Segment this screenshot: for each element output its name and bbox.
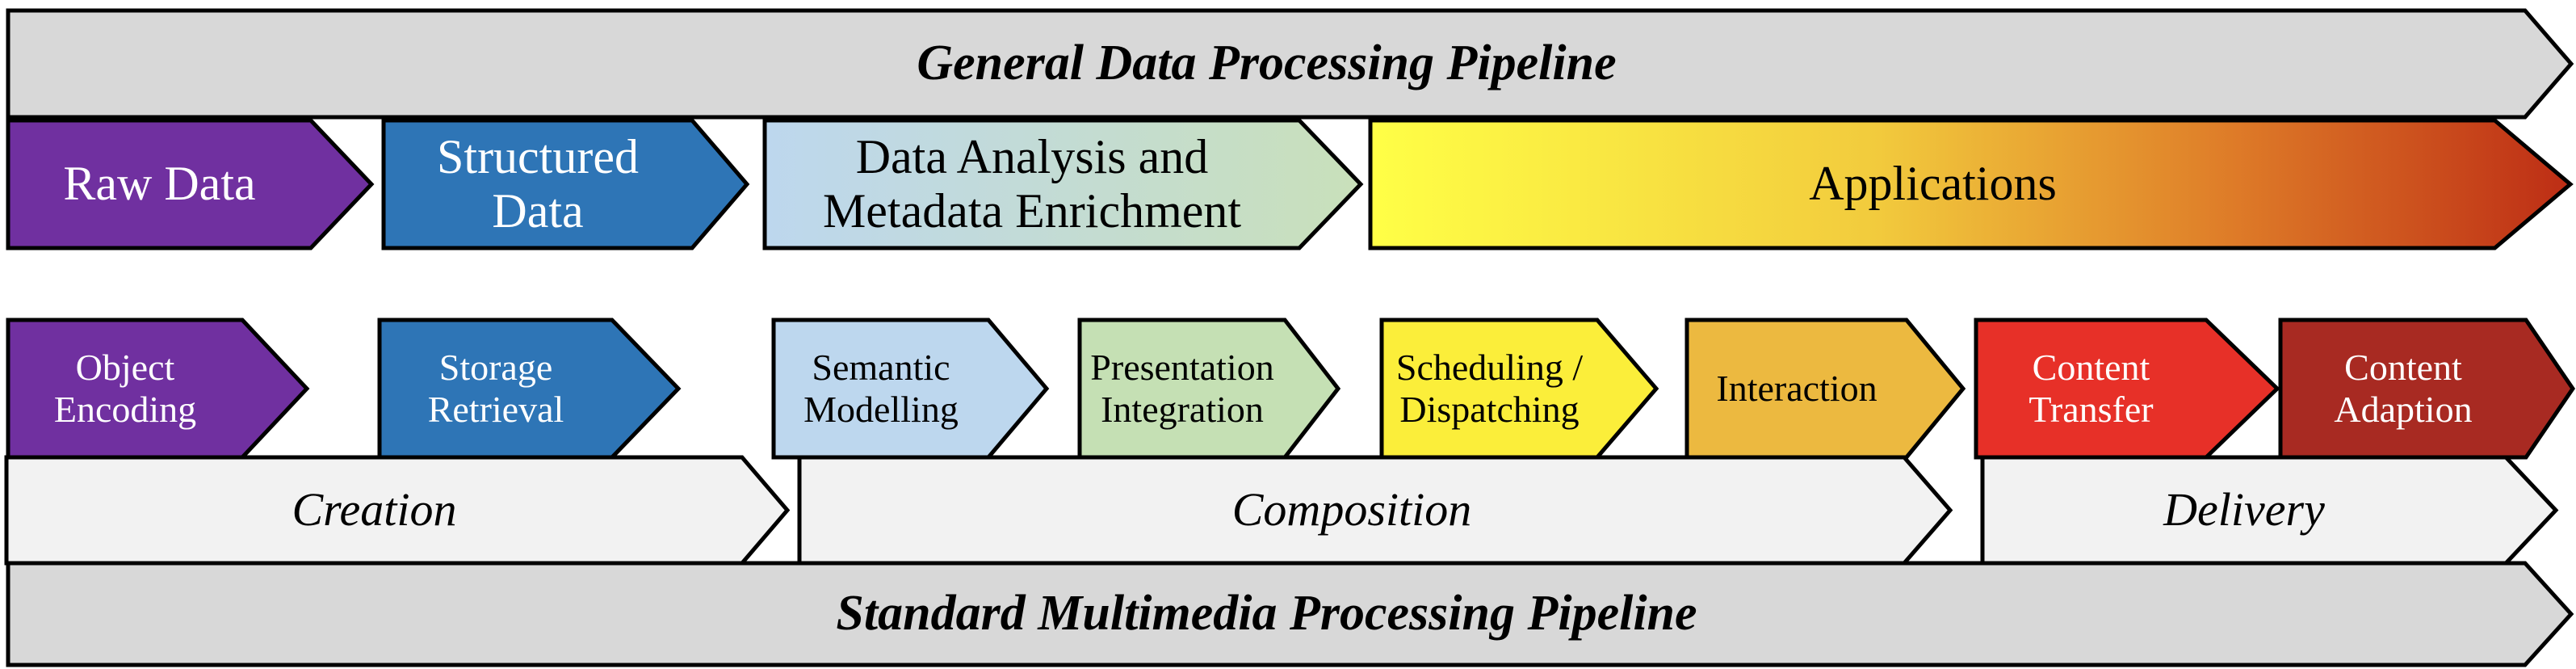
banner-arrow-shape — [8, 563, 2571, 665]
step-label: Interaction — [1716, 368, 1877, 410]
step-storage-retrieval: Storage Retrieval — [380, 320, 678, 457]
step-label: Object Encoding — [53, 347, 197, 430]
step-arrow-shape — [2280, 320, 2573, 457]
stage-data-analysis: Data Analysis and Metadata Enrichment — [765, 120, 1361, 248]
general-pipeline-banner: General Data Processing Pipeline — [8, 11, 2571, 117]
phase-label: Composition — [1231, 483, 1472, 536]
phase-delivery: Delivery — [1982, 457, 2556, 563]
step-label: Content Adaption — [2334, 347, 2473, 430]
phase-label: Creation — [292, 483, 457, 536]
phase-creation: Creation — [6, 457, 787, 563]
step-arrow-shape — [1080, 320, 1338, 457]
phase-label: Delivery — [2163, 483, 2325, 536]
stage-label: Applications — [1809, 157, 2057, 211]
phase-arrow-shape — [1982, 457, 2556, 563]
step-label: Storage Retrieval — [427, 347, 564, 430]
stage-applications: Applications — [1370, 120, 2570, 248]
stage-arrow-shape — [384, 120, 747, 248]
stage-arrow-shape — [1370, 120, 2570, 248]
step-object-encoding: Object Encoding — [8, 320, 307, 457]
stage-label: Data Analysis and Metadata Enrichment — [822, 129, 1242, 238]
stage-arrow-shape — [765, 120, 1361, 248]
general-pipeline-title: General Data Processing Pipeline — [917, 36, 1617, 91]
stage-label: Raw Data — [63, 157, 256, 211]
step-label: Semantic Modelling — [803, 347, 959, 430]
banner-arrow-shape — [8, 11, 2571, 117]
step-label: Content Transfer — [2028, 347, 2154, 430]
step-interaction: Interaction — [1687, 320, 1963, 457]
stage-arrow-shape — [8, 120, 371, 248]
stage-label: Structured Data — [437, 129, 639, 238]
stage-structured-data: Structured Data — [384, 120, 747, 248]
step-scheduling-dispatching: Scheduling / Dispatching — [1382, 320, 1656, 457]
step-semantic-modelling: Semantic Modelling — [774, 320, 1047, 457]
step-content-adaption: Content Adaption — [2280, 320, 2573, 457]
step-arrow-shape — [8, 320, 307, 457]
phase-arrow-shape — [799, 457, 1950, 563]
step-content-transfer: Content Transfer — [1976, 320, 2277, 457]
stage-raw-data: Raw Data — [8, 120, 371, 248]
step-arrow-shape — [774, 320, 1047, 457]
step-arrow-shape — [1382, 320, 1656, 457]
multimedia-pipeline-title: Standard Multimedia Processing Pipeline — [836, 586, 1697, 642]
step-presentation-integration: Presentation Integration — [1080, 320, 1338, 457]
step-arrow-shape — [1976, 320, 2277, 457]
step-label: Presentation Integration — [1090, 347, 1274, 430]
phase-arrow-shape — [6, 457, 787, 563]
step-label: Scheduling / Dispatching — [1395, 347, 1584, 430]
step-arrow-shape — [380, 320, 678, 457]
multimedia-pipeline-banner: Standard Multimedia Processing Pipeline — [8, 563, 2571, 665]
step-arrow-shape — [1687, 320, 1963, 457]
phase-composition: Composition — [799, 457, 1950, 563]
